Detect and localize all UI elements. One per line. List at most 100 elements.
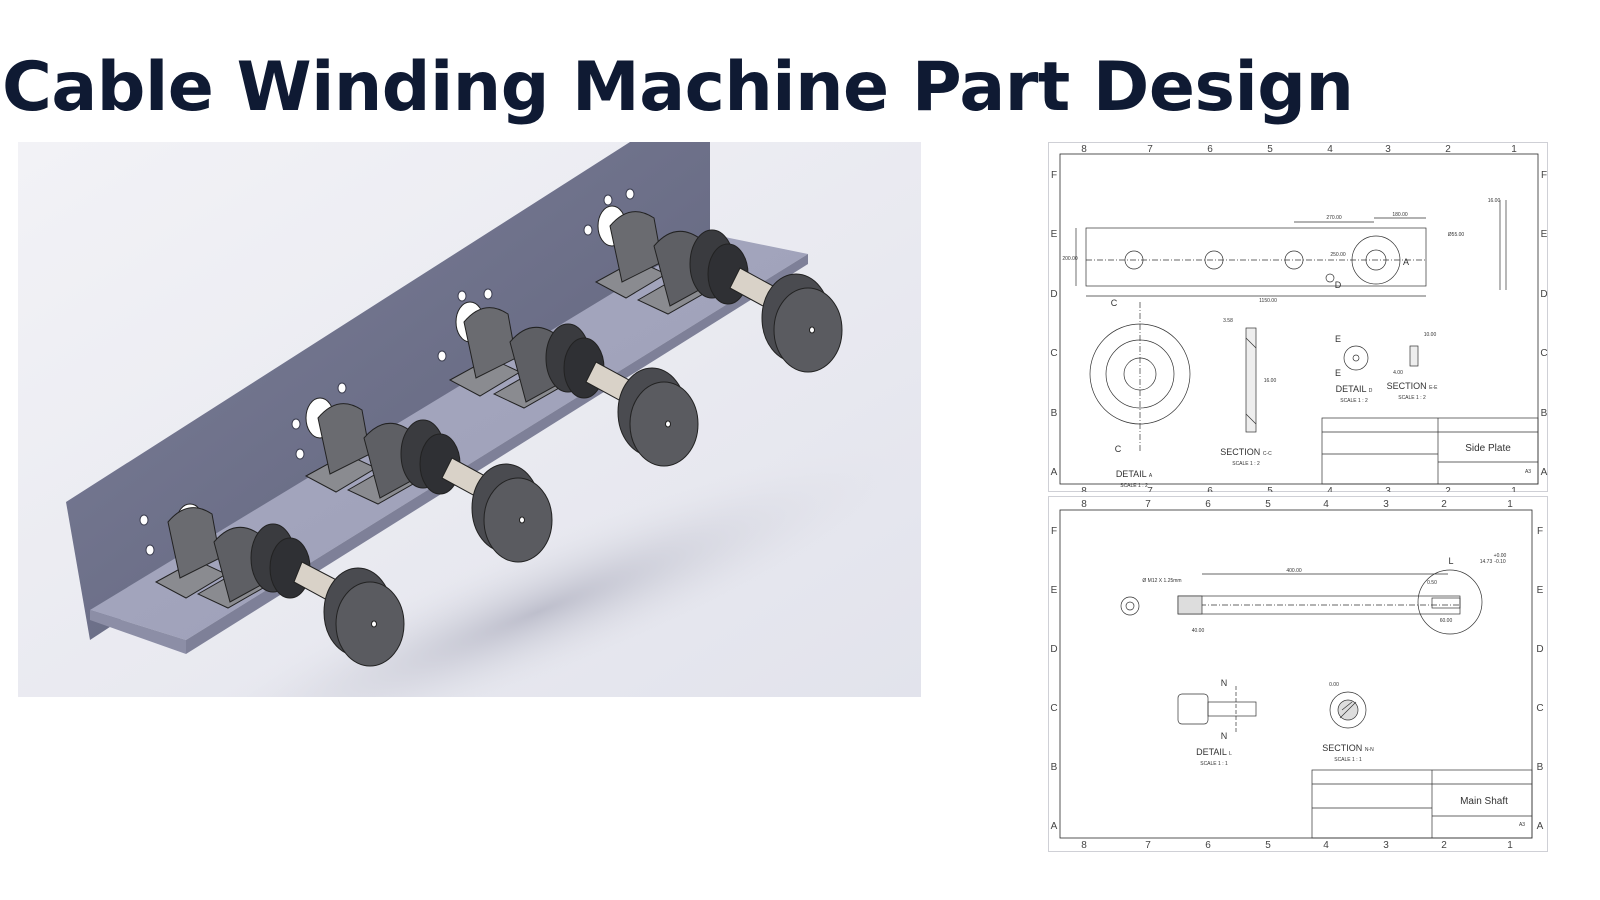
dimension-label: 1150.00 [1259,298,1277,304]
row-label: C [1050,703,1057,714]
dimension-label: 40.00 [1192,628,1205,634]
row-label: E [1051,229,1058,240]
row-label: D [1050,644,1057,655]
view-scale: SCALE 1 : 2 [1232,461,1260,467]
col-label: 7 [1145,840,1151,851]
dimension-label: 0.00 [1329,682,1339,688]
col-label: 2 [1445,486,1451,492]
col-label: 3 [1383,499,1389,510]
view-label: DETAIL D [1336,384,1373,394]
row-label: A [1537,821,1544,832]
view-marker: E [1335,334,1341,344]
row-label: D [1540,289,1547,300]
dimension-label: 4.00 [1393,370,1403,376]
view-label: SECTION N-N [1322,743,1374,753]
col-label: 4 [1327,144,1333,155]
row-label: E [1051,585,1058,596]
dimension-label: Ø M12 X 1.25mm [1142,578,1181,584]
row-label: C [1050,348,1057,359]
col-label: 7 [1147,144,1153,155]
dimension-label: 200.00 [1062,256,1078,262]
dimension-label: 400.00 [1286,568,1302,574]
dimension-label: 16.00 [1488,198,1501,204]
col-label: 3 [1385,486,1391,492]
view-marker: D [1335,280,1342,290]
row-label: A [1541,467,1548,478]
dimension-label: 3.58 [1223,318,1233,324]
view-marker: E [1335,368,1341,378]
col-label: 6 [1205,840,1211,851]
col-label: 4 [1323,840,1329,851]
row-label: D [1536,644,1543,655]
row-label: F [1051,170,1057,181]
drawing-sheet-side-plate: 8 7 6 5 4 3 2 1 8 7 6 5 4 3 2 1 F E D C … [1048,142,1548,492]
drawing-name: Side Plate [1465,443,1511,454]
col-label: 8 [1081,144,1087,155]
col-label: 8 [1081,499,1087,510]
view-marker: N [1221,678,1228,688]
dimension-label: 0.50 [1427,580,1437,586]
view-scale: SCALE 1 : 2 [1340,398,1368,404]
col-label: 5 [1265,499,1271,510]
col-label: 7 [1145,499,1151,510]
col-label: 5 [1265,840,1271,851]
row-label: B [1051,762,1058,773]
dimension-label: 270.00 [1326,215,1342,221]
main-shaft-drawing: 8 7 6 5 4 3 2 1 8 7 6 5 4 3 2 1 F E D C … [1048,496,1548,852]
row-label: E [1537,585,1544,596]
col-label: 1 [1507,840,1513,851]
view-label: DETAIL L [1196,747,1232,757]
row-label: B [1537,762,1544,773]
view-scale: SCALE 1 : 1 [1334,757,1362,763]
dimension-label: 10.00 [1424,332,1437,338]
col-label: 6 [1207,486,1213,492]
col-label: 1 [1507,499,1513,510]
view-scale: SCALE 1 : 2 [1398,395,1426,401]
sheet-size: A3 [1519,822,1525,828]
drawing-sheet-main-shaft: 8 7 6 5 4 3 2 1 8 7 6 5 4 3 2 1 F E D C … [1048,496,1548,852]
view-label: SECTION E-E [1387,381,1439,391]
side-plate-drawing: 8 7 6 5 4 3 2 1 8 7 6 5 4 3 2 1 F E D C … [1048,142,1548,492]
row-label: E [1541,229,1548,240]
col-label: 7 [1147,486,1153,492]
col-label: 6 [1205,499,1211,510]
view-marker: L [1448,556,1453,566]
slide-title: Cable Winding Machine Part Design [2,48,1354,127]
row-label: F [1537,526,1543,537]
view-marker: C [1115,444,1122,454]
dimension-label: Ø55.00 [1448,232,1465,238]
row-label: A [1051,467,1058,478]
dimension-label: +0.00 [1494,553,1507,559]
col-label: 1 [1511,144,1517,155]
col-label: 5 [1267,486,1273,492]
view-label: DETAIL A [1116,469,1153,479]
row-label: F [1541,170,1547,181]
col-label: 4 [1323,499,1329,510]
dimension-label: 250.00 [1330,252,1346,258]
view-scale: SCALE 1 : 2 [1120,483,1148,489]
dimension-label: -0.10 [1494,559,1506,565]
dimension-label: 180.00 [1392,212,1408,218]
station-4 [594,205,843,373]
row-label: C [1540,348,1547,359]
view-scale: SCALE 1 : 1 [1200,761,1228,767]
row-label: C [1536,703,1543,714]
row-label: F [1051,526,1057,537]
dimension-label: 14.73 [1480,559,1493,565]
col-label: 4 [1327,486,1333,492]
assembly-render-image [18,142,921,697]
col-label: 2 [1441,499,1447,510]
view-label: SECTION C-C [1220,447,1272,457]
col-label: 6 [1207,144,1213,155]
col-label: 3 [1385,144,1391,155]
row-label: D [1050,289,1057,300]
col-label: 5 [1267,144,1273,155]
station-2 [304,397,553,563]
col-label: 1 [1511,486,1517,492]
col-label: 3 [1383,840,1389,851]
row-label: B [1051,408,1058,419]
col-label: 8 [1081,486,1087,492]
dimension-label: 16.00 [1264,378,1277,384]
row-label: B [1541,408,1548,419]
col-label: 2 [1441,840,1447,851]
